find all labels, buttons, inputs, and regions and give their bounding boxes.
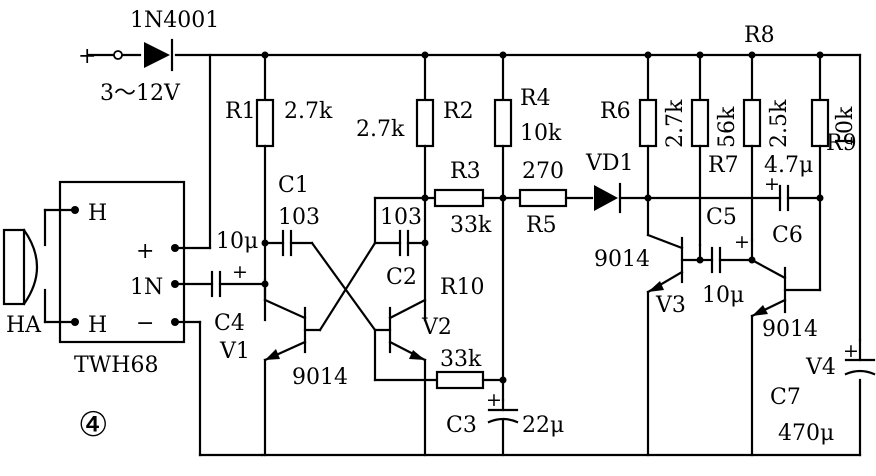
resistor-r7 [690, 53, 710, 247]
diode-in-label: 1N4001 [130, 8, 219, 33]
r4-value: 10k [520, 121, 562, 146]
v1-label: V1 [219, 339, 250, 364]
c7-plus-mark: + [843, 340, 859, 362]
transistor-v4 [750, 258, 822, 457]
c1-value: 103 [278, 205, 320, 230]
r9-label: R9 [826, 131, 857, 156]
r4-label: R4 [520, 86, 551, 111]
c6-value: 4.7μ [764, 153, 813, 178]
speaker-ha [2, 208, 77, 324]
c3-plus-mark: + [486, 389, 502, 411]
diode-vd1 [594, 182, 650, 214]
r9-value: 10k [833, 106, 858, 148]
capacitor-c7 [844, 338, 876, 376]
r10-label: R10 [440, 275, 485, 300]
c1-cap-value: 10μ [216, 229, 258, 254]
r2-value: 2.7k [356, 117, 405, 142]
r1-value: 2.7k [284, 99, 333, 124]
r5-value: 270 [522, 159, 564, 184]
r8-value: 2.5k [767, 99, 792, 148]
junctions [261, 51, 824, 384]
module-twh68 [58, 180, 186, 344]
r7-label: R7 [708, 153, 739, 178]
r5-label: R5 [526, 213, 557, 238]
module-pin-minus: − [136, 311, 154, 336]
c5-label: C5 [706, 205, 737, 230]
transistor-v3 [646, 233, 702, 457]
capacitor-c4 [210, 270, 267, 298]
r1-label: R1 [225, 99, 256, 124]
r10-value: 33k [440, 347, 482, 372]
resistor-r5 [518, 188, 594, 208]
speaker-label: HA [6, 313, 42, 338]
module-h-bottom: H [88, 313, 107, 338]
c3-value: 22μ [522, 413, 564, 438]
c2-value: 103 [380, 205, 422, 230]
c7-value: 470μ [778, 421, 834, 446]
c6-label: C6 [772, 223, 803, 248]
supply-voltage-label: 3～12V [100, 81, 181, 106]
c5-value: 10μ [702, 283, 744, 308]
capacitor-c1 [263, 229, 392, 332]
resistor-r6 [638, 53, 658, 237]
c3-label: C3 [446, 413, 477, 438]
resistor-r9 [810, 53, 830, 200]
transistor-v2 [388, 298, 427, 362]
r7-value: 56k [715, 106, 740, 148]
figure-number: ④ [78, 405, 108, 445]
module-pin-plus: + [136, 239, 154, 264]
v3-label: V3 [655, 293, 686, 318]
diode-1n4001 [144, 38, 174, 72]
module-h-top: H [88, 201, 107, 226]
supply-terminal [113, 50, 123, 60]
vd1-label: VD1 [585, 151, 634, 176]
c7-label: C7 [770, 385, 801, 410]
resistor-r4 [493, 53, 513, 200]
r6-value: 2.7k [663, 99, 688, 148]
c6-plus-mark: + [764, 173, 780, 195]
resistor-r2 [415, 53, 435, 322]
r8-label: R8 [744, 23, 775, 48]
supply-plus-label: + [78, 44, 96, 69]
resistor-r3 [373, 188, 522, 208]
capacitor-c6 [778, 184, 822, 212]
r3-label: R3 [450, 159, 481, 184]
resistor-r8 [742, 53, 762, 242]
c5-plus-mark: + [734, 231, 750, 253]
c4-label: C4 [214, 311, 245, 336]
module-pin-in: 1N [130, 275, 163, 300]
c4-plus-mark: + [232, 261, 248, 283]
v4-label: V4 [805, 355, 836, 380]
capacitor-c3 [487, 398, 519, 457]
transistor-v1 [263, 298, 322, 362]
v2-label: V2 [421, 315, 452, 340]
v4-type: 9014 [762, 317, 818, 342]
r2-label: R2 [443, 99, 474, 124]
r6-label: R6 [600, 99, 631, 124]
c1-label: C1 [278, 173, 309, 198]
c5-label-type: 9014 [594, 247, 650, 272]
c2-label: C2 [386, 265, 417, 290]
r3-value: 33k [450, 213, 492, 238]
v1-type: 9014 [292, 365, 348, 390]
module-name: TWH68 [74, 353, 158, 378]
